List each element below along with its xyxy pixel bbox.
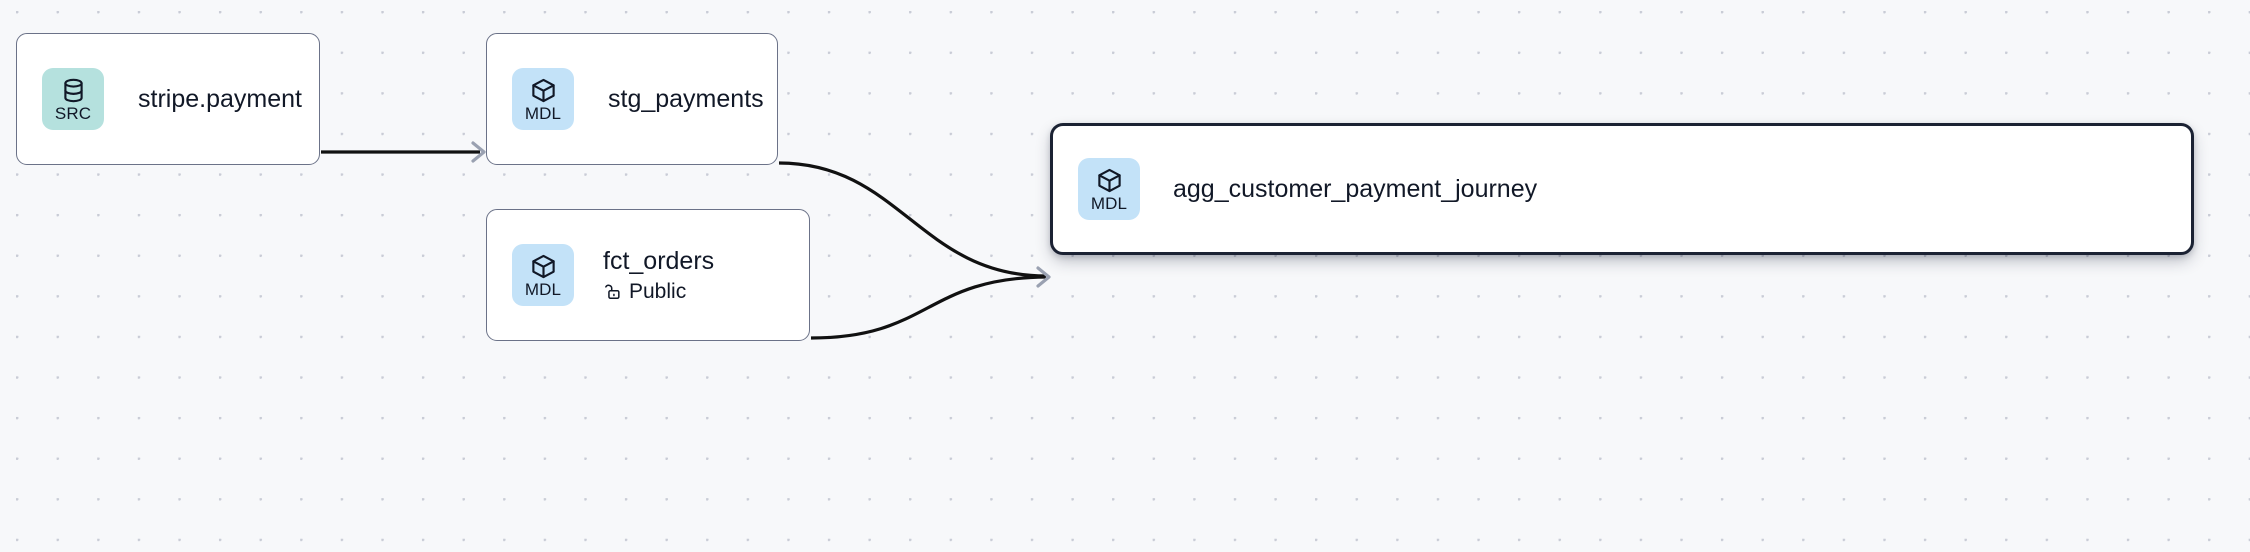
node-text: fct_orders Public [603,246,714,304]
node-visibility-label: Public [629,280,687,303]
badge-src: SRC [42,68,104,130]
node-fct-orders[interactable]: MDL fct_orders Public [486,209,810,341]
arrowhead-icon [471,141,486,163]
edge-fct-orders-to-agg [810,275,1047,340]
cube-icon [531,254,555,278]
cube-icon [531,78,555,102]
cube-icon [1097,168,1121,192]
database-icon [63,78,83,102]
badge-label: MDL [524,103,562,123]
node-title: fct_orders [603,247,715,275]
badge-label: MDL [524,279,562,299]
badge-mdl: MDL [1078,158,1140,220]
node-title: stg_payments [608,85,764,113]
badge-mdl: MDL [512,68,574,130]
node-agg-customer-payment-journey[interactable]: MDL agg_customer_payment_journey [1050,123,2194,255]
node-stg-payments[interactable]: MDL stg_payments [486,33,778,165]
badge-label: MDL [1090,193,1128,213]
arrowhead-icon [1036,266,1051,288]
badge-mdl: MDL [512,244,574,306]
badge-label: SRC [54,103,92,123]
node-text: stg_payments [608,84,764,114]
node-text: stripe.payment [138,84,302,114]
unlock-icon [605,284,620,299]
node-title: agg_customer_payment_journey [1173,175,1538,203]
node-title: stripe.payment [138,85,302,113]
edge-stg-payments-to-agg [778,161,1047,278]
node-stripe-payment[interactable]: SRC stripe.payment [16,33,320,165]
node-text: agg_customer_payment_journey [1173,174,1537,204]
node-visibility: Public [603,279,714,304]
